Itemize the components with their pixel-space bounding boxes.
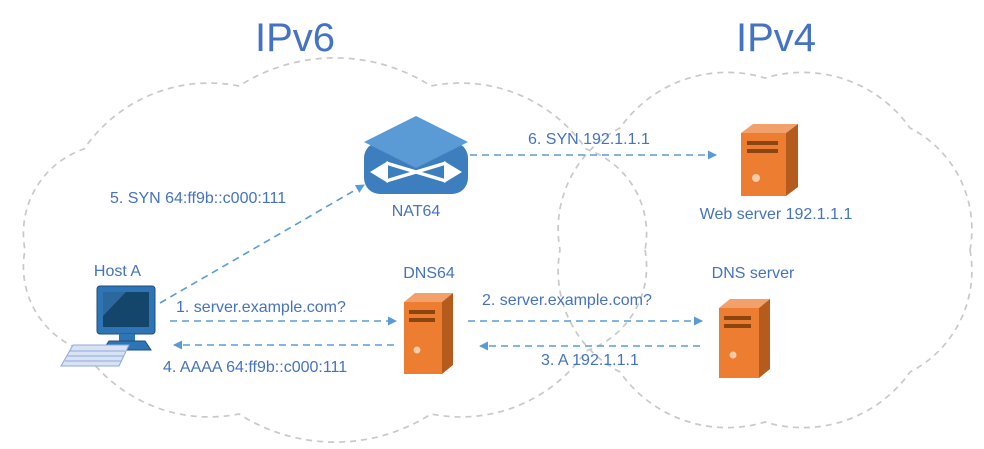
ipv4-cloud (557, 71, 973, 429)
web-server-label: Web server 192.1.1.1 (699, 206, 853, 223)
web-server-icon (741, 124, 798, 196)
message-2-label: 2. server.example.com? (482, 292, 652, 309)
arrow-5-syn-ipv6 (159, 184, 365, 304)
ipv6-network-title: IPv6 (254, 16, 336, 60)
nat64-router-icon (364, 116, 468, 194)
message-arrows (159, 150, 717, 351)
ipv4-network-title: IPv4 (735, 16, 817, 60)
message-6-label: 6. SYN 192.1.1.1 (528, 131, 650, 148)
dns-server-label: DNS server (711, 265, 795, 282)
nat64-label: NAT64 (391, 203, 441, 220)
message-3-label: 3. A 192.1.1.1 (541, 352, 639, 369)
message-1-label: 1. server.example.com? (176, 299, 346, 316)
dns64-label: DNS64 (403, 265, 455, 282)
message-4-label: 4. AAAA 64:ff9b::c000:111 (163, 359, 348, 376)
message-5-label: 5. SYN 64:ff9b::c000:111 (110, 190, 287, 207)
host-a-computer-icon (60, 285, 156, 367)
host-a-label: Host A (93, 263, 142, 280)
dns-server-icon (719, 299, 770, 378)
dns64-server-icon (404, 293, 453, 374)
ipv6-cloud (22, 57, 648, 443)
